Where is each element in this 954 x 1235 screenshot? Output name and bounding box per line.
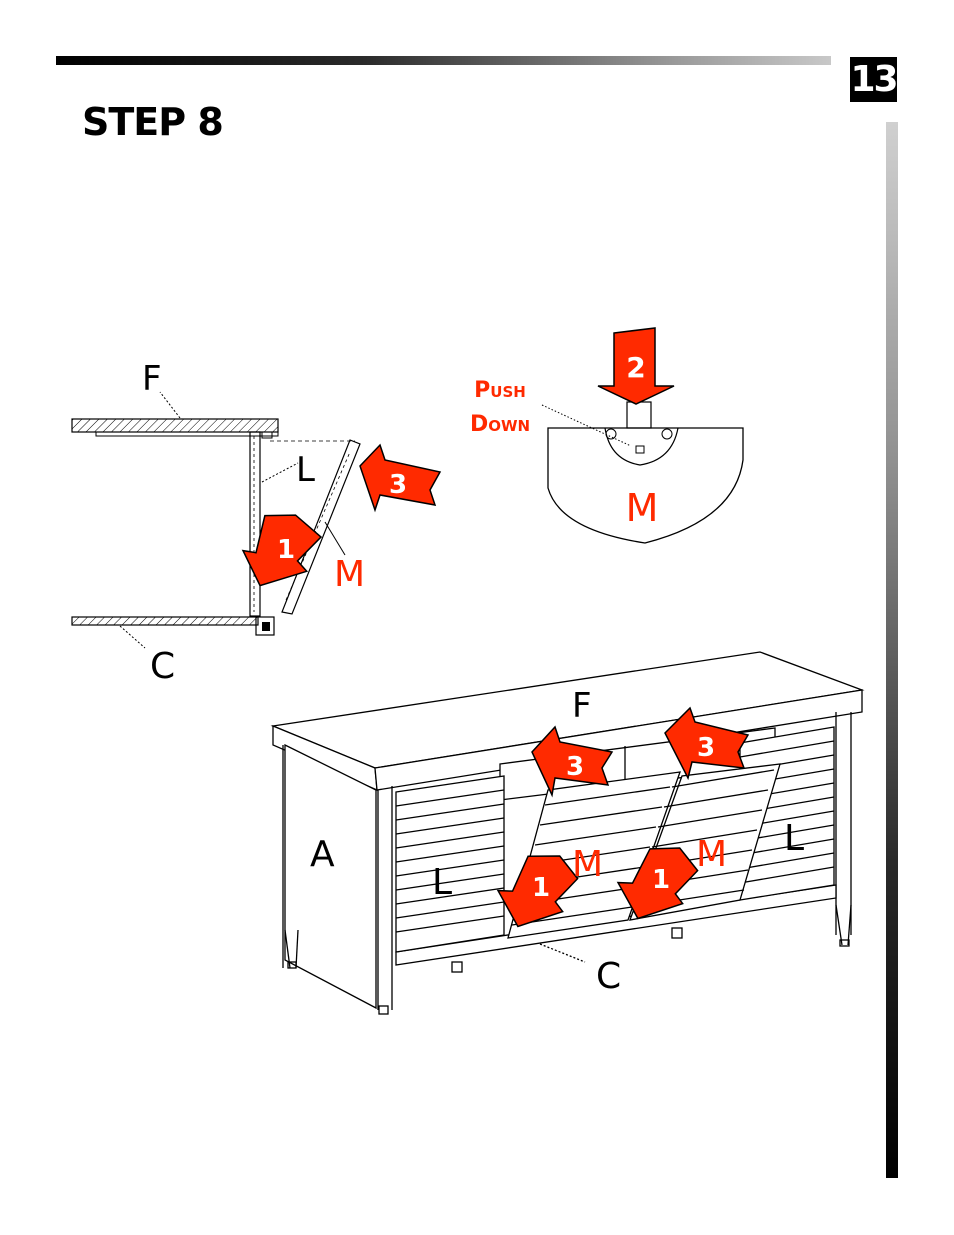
label-m-cabinet-right: M — [696, 834, 727, 875]
label-l-section: L — [296, 450, 315, 490]
label-a-cabinet: A — [310, 834, 335, 875]
svg-text:1: 1 — [532, 873, 550, 903]
svg-text:1: 1 — [652, 865, 670, 895]
svg-text:3: 3 — [389, 470, 407, 500]
section-arrow-1: 1 — [234, 503, 325, 599]
svg-text:3: 3 — [566, 752, 584, 782]
callout-push: Push — [474, 378, 526, 403]
push-tab — [627, 402, 651, 428]
label-c-section: C — [150, 646, 175, 687]
shelf-c-section — [72, 617, 258, 625]
cabinet-view — [273, 652, 862, 1014]
label-c-cabinet: C — [596, 956, 621, 997]
callout-down: Down — [470, 412, 530, 437]
section-arrow-3: 3 — [360, 445, 440, 510]
label-l-cabinet-left: L — [432, 862, 452, 903]
label-f-cabinet: F — [572, 686, 592, 726]
shelf-f-section — [72, 419, 278, 432]
side-panel-a — [285, 745, 376, 1008]
svg-text:3: 3 — [697, 733, 715, 763]
svg-text:2: 2 — [626, 351, 645, 384]
label-l-cabinet-right: L — [784, 818, 804, 859]
section-view: 3 1 F L M C — [72, 359, 440, 687]
detail-arrow-2: 2 — [598, 328, 674, 404]
panel-l-section — [250, 432, 260, 616]
label-f-section: F — [142, 359, 162, 399]
label-m-cabinet-left: M — [572, 844, 603, 885]
label-m-detail: M — [626, 486, 659, 530]
detail-view: 2 Push Down M — [470, 328, 743, 543]
label-m-section: M — [334, 554, 365, 595]
svg-text:1: 1 — [277, 535, 295, 565]
